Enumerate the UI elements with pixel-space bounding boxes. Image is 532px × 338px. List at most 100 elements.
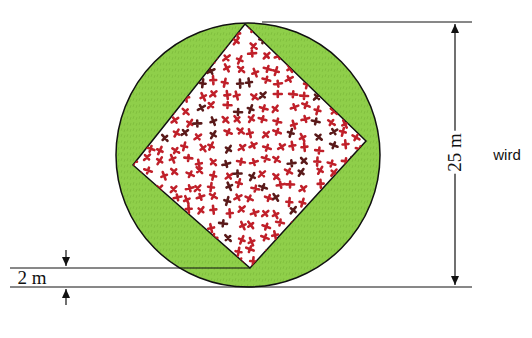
flower (223, 102, 231, 108)
flower (167, 107, 176, 117)
flower (248, 172, 257, 182)
flower (301, 143, 308, 151)
flower (302, 211, 311, 218)
flower (262, 144, 271, 152)
flower (336, 231, 345, 241)
flower (143, 81, 153, 91)
flower (194, 24, 203, 31)
flower (236, 126, 246, 136)
flower (143, 105, 152, 113)
flower (135, 238, 143, 244)
flower (304, 261, 310, 269)
round-lawn (116, 23, 380, 287)
flower (339, 40, 347, 46)
flower (196, 103, 206, 112)
flower (198, 143, 208, 153)
flower (329, 94, 338, 102)
flower (279, 248, 286, 256)
flower (182, 246, 192, 255)
flower (168, 38, 177, 48)
flower (286, 244, 296, 254)
flower (208, 89, 218, 99)
flower (260, 233, 270, 241)
flower (225, 181, 234, 191)
flower (129, 106, 137, 115)
extension-line (262, 22, 472, 23)
flower (316, 165, 325, 175)
flower (261, 130, 271, 140)
flower (166, 223, 175, 233)
flower (209, 130, 218, 140)
flower (146, 120, 156, 130)
flower (196, 193, 206, 201)
flower (158, 247, 166, 257)
flower (271, 172, 281, 182)
flower (180, 142, 188, 151)
flower (234, 109, 242, 115)
flower (335, 221, 345, 230)
flower (315, 147, 324, 154)
flower (128, 222, 138, 232)
flower (209, 41, 217, 50)
flower (314, 157, 320, 165)
flower (329, 53, 338, 60)
flower (351, 55, 359, 64)
flower (193, 120, 201, 126)
flower (327, 36, 335, 45)
flower (207, 141, 216, 151)
flower (208, 56, 218, 64)
flower (168, 154, 177, 164)
flower (311, 66, 321, 75)
flower (274, 52, 284, 60)
flower (314, 106, 322, 115)
flower (160, 171, 168, 181)
flower (143, 27, 152, 35)
flower (286, 198, 293, 206)
flower (348, 76, 358, 85)
flower (284, 74, 294, 83)
flower (330, 25, 337, 34)
flower (134, 180, 142, 187)
flower (259, 104, 268, 112)
flower (173, 194, 182, 202)
flower (185, 170, 195, 179)
flower (227, 209, 234, 217)
flower (327, 194, 335, 200)
flower (210, 76, 216, 84)
flower (329, 256, 339, 265)
flower (219, 41, 229, 49)
flower (196, 63, 204, 73)
flower (157, 118, 164, 127)
flower (133, 62, 142, 72)
flower (167, 90, 176, 98)
flower (301, 115, 310, 123)
flower (143, 166, 152, 174)
flower (339, 66, 349, 75)
flower (196, 257, 205, 267)
flower (272, 155, 282, 165)
flower (289, 141, 296, 150)
flower (273, 29, 280, 37)
flower (157, 63, 165, 72)
flower (338, 258, 344, 266)
flower (258, 262, 268, 270)
flower (236, 158, 245, 165)
flower (274, 263, 284, 272)
flower (303, 233, 312, 241)
flower (237, 235, 246, 245)
flower (180, 77, 189, 87)
square-flower-bed (133, 24, 366, 268)
flower (221, 115, 231, 125)
flower (277, 142, 287, 151)
flower (180, 128, 190, 138)
flower (206, 27, 215, 34)
flower (196, 205, 206, 215)
flower (154, 89, 164, 98)
flower (317, 230, 325, 239)
flower (145, 192, 155, 202)
flower (131, 27, 141, 35)
flower (285, 64, 294, 74)
flower (237, 80, 243, 88)
flower (274, 41, 284, 50)
flower (141, 55, 150, 63)
